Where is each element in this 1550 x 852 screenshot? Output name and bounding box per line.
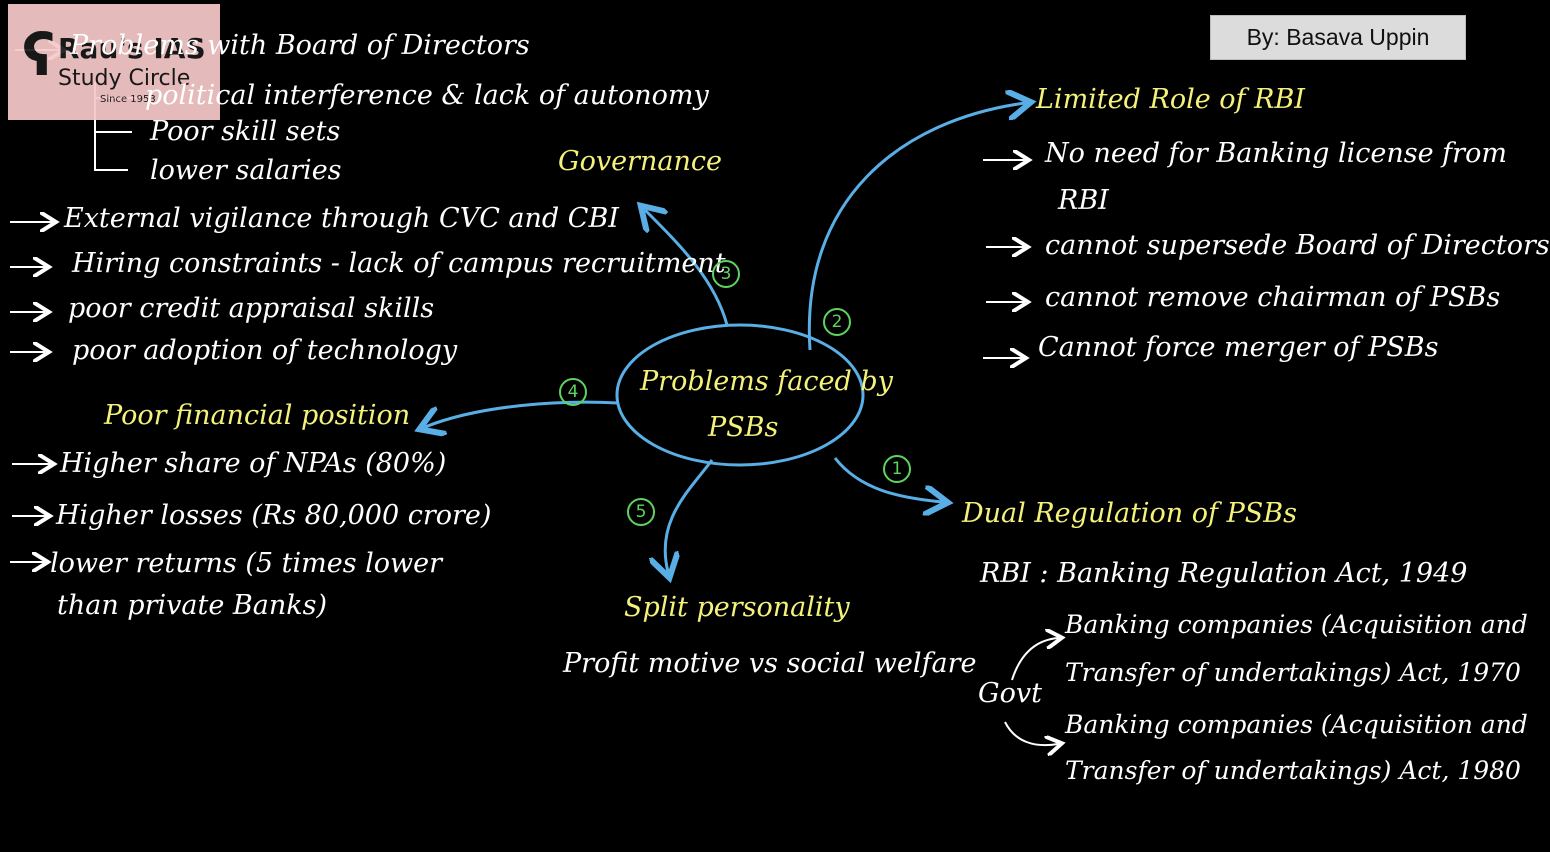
logo-mark-icon: ʕ	[22, 21, 56, 89]
act-line: Transfer of undertakings) Act, 1980	[1065, 756, 1521, 785]
act-line: Transfer of undertakings) Act, 1970	[1065, 658, 1521, 687]
rbi-item: No need for Banking license from	[1045, 138, 1507, 169]
center-title-line2: PSBs	[708, 412, 779, 443]
act-line: Banking companies (Acquisition and	[1065, 710, 1528, 739]
governance-item: poor adoption of technology	[72, 335, 458, 366]
rbi-item: RBI	[1058, 185, 1109, 216]
financial-title: Poor financial position	[104, 400, 411, 431]
center-title: Problems faced by	[640, 366, 893, 397]
logo-subtitle: Study Circle	[58, 66, 191, 91]
governance-item: poor credit appraisal skills	[68, 293, 435, 324]
center-ellipse	[615, 323, 865, 467]
arrow-to-governance	[645, 210, 729, 326]
rbi-item: cannot supersede Board of Directors	[1045, 230, 1550, 261]
board-item: lower salaries	[150, 155, 342, 186]
brand-logo: ʕ Rau's IAS Study Circle Since 1953	[8, 4, 220, 120]
board-item: political interference & lack of autonom…	[145, 80, 709, 111]
dual-title: Dual Regulation of PSBs	[962, 498, 1297, 529]
rbi-item: Cannot force merger of PSBs	[1038, 332, 1439, 363]
act-line: Banking companies (Acquisition and	[1065, 610, 1528, 639]
mindmap-connectors	[10, 0, 1500, 852]
financial-item: lower returns (5 times lower	[50, 548, 443, 579]
whiteboard-canvas: ʕ Rau's IAS Study Circle Since 1953 By: …	[8, 0, 1550, 852]
arrow-to-rbi	[807, 103, 1025, 351]
branch-number-1: 1	[883, 455, 911, 483]
split-title: Split personality	[624, 592, 850, 623]
split-detail: Profit motive vs social welfare	[563, 648, 977, 679]
arrow-to-dual	[833, 457, 942, 502]
board-header: Problems with Board of Directors	[70, 30, 530, 61]
financial-item: Higher losses (Rs 80,000 crore)	[56, 500, 492, 531]
governance-item: External vigilance through CVC and CBI	[64, 203, 619, 234]
branch-number-2: 2	[823, 308, 851, 336]
governance-item: Hiring constraints - lack of campus recr…	[72, 248, 726, 279]
govt-label: Govt	[978, 678, 1042, 709]
logo-since: Since 1953	[100, 94, 156, 105]
branch-number-3: 3	[712, 260, 740, 288]
branch-number-4: 4	[559, 378, 587, 406]
arrow-to-split	[665, 459, 714, 572]
dual-rbi-line: RBI : Banking Regulation Act, 1949	[980, 558, 1468, 589]
financial-item: Higher share of NPAs (80%)	[60, 448, 447, 479]
logo-name: Rau's IAS	[58, 32, 206, 65]
author-badge: By: Basava Uppin	[1210, 15, 1466, 60]
governance-title: Governance	[558, 146, 722, 177]
rbi-item: cannot remove chairman of PSBs	[1045, 282, 1501, 313]
rbi-title: Limited Role of RBI	[1036, 84, 1305, 115]
govt-arrow-1980	[1004, 721, 1058, 745]
board-item: Poor skill sets	[150, 116, 341, 147]
branch-number-5: 5	[627, 498, 655, 526]
govt-arrow-1970	[1011, 638, 1058, 681]
arrow-to-financial	[425, 400, 619, 427]
financial-item: than private Banks)	[57, 590, 327, 621]
